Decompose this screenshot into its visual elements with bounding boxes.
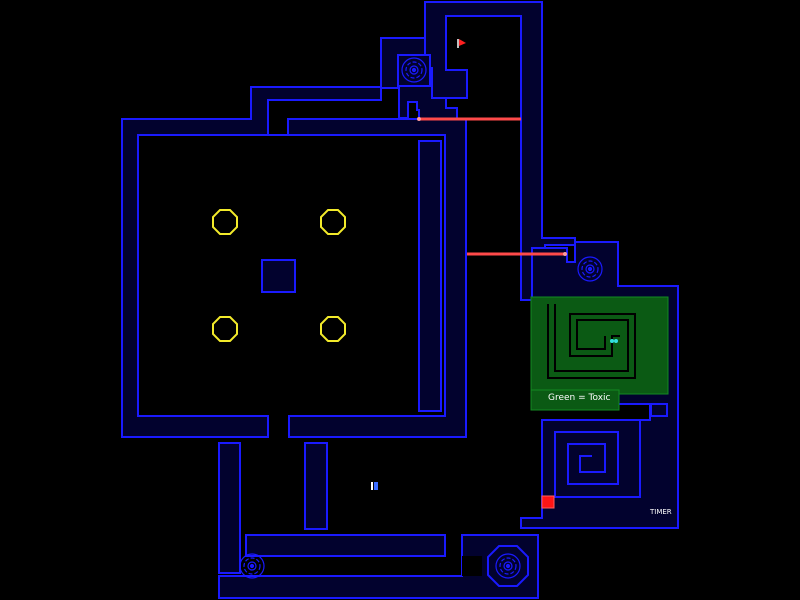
lower-left-shaft bbox=[218, 442, 241, 574]
octagon-ring-icon[interactable] bbox=[320, 316, 346, 342]
main-room-pillar bbox=[418, 140, 442, 412]
timer-label: TIMER bbox=[649, 508, 672, 516]
red-hazard-block-icon[interactable] bbox=[541, 495, 555, 509]
octagon-ring-icon[interactable] bbox=[212, 316, 238, 342]
toxic-zone bbox=[530, 296, 669, 411]
laser-emitter-upper bbox=[417, 117, 421, 121]
player-marker-icon[interactable] bbox=[371, 482, 378, 490]
toxic-zone-main bbox=[530, 296, 669, 395]
spiral-portal-icon[interactable] bbox=[239, 553, 265, 579]
central-block bbox=[261, 259, 296, 293]
flag-icon[interactable] bbox=[457, 39, 466, 48]
lower-bar bbox=[245, 534, 446, 557]
legend-text: Green = Toxic bbox=[548, 393, 611, 403]
octagon-ring-icon[interactable] bbox=[212, 209, 238, 235]
laser-emitter-middle bbox=[563, 252, 567, 256]
toxic-spiral-wall-inner bbox=[554, 304, 629, 372]
lower-middle-stub bbox=[304, 442, 328, 530]
spiral-maze bbox=[542, 403, 668, 498]
octagon-ring-icon[interactable] bbox=[320, 209, 346, 235]
toxic-zone-lower bbox=[530, 389, 620, 411]
target-group bbox=[212, 209, 346, 342]
spiral-portal-icon[interactable] bbox=[401, 57, 427, 83]
portal-group bbox=[239, 57, 603, 587]
cyan-key-icon[interactable] bbox=[610, 339, 618, 343]
timer-slot bbox=[650, 403, 668, 417]
main-room-outer-wall bbox=[121, 86, 467, 438]
spiral-portal-icon[interactable] bbox=[577, 256, 603, 282]
spiral-portal-icon[interactable] bbox=[487, 545, 529, 587]
